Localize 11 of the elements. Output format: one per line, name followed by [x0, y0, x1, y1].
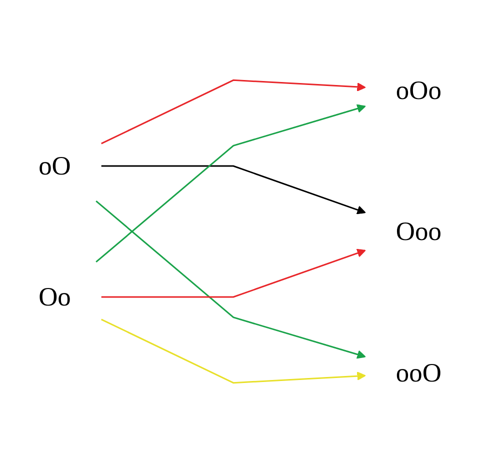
- node-text: Oo: [38, 282, 71, 312]
- node-text: Ooo: [396, 216, 442, 246]
- arrow: [96, 104, 366, 263]
- arrow: [96, 200, 366, 359]
- arrow: [101, 165, 366, 214]
- arrow: [101, 318, 366, 384]
- node-text: oO: [38, 151, 71, 181]
- node-text: ooO: [396, 358, 442, 388]
- arrow: [101, 79, 366, 144]
- node-text: oOo: [396, 76, 442, 106]
- arrow: [101, 248, 366, 298]
